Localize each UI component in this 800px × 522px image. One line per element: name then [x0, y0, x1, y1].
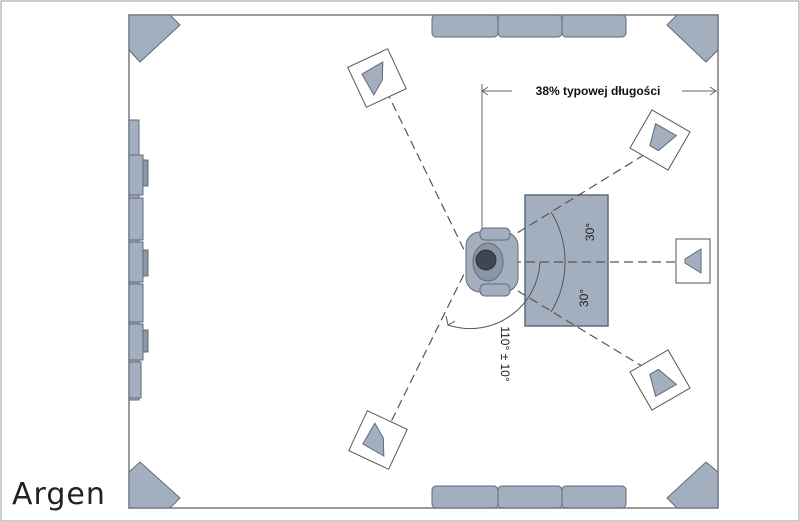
corner-pieces — [128, 14, 719, 509]
speaker-cone-icon — [362, 422, 385, 457]
armchair-arm-bottom — [479, 283, 511, 297]
corner-piece-bottom-right — [666, 461, 719, 509]
corner-piece-bottom-left — [128, 461, 181, 509]
arc-30-front-right — [550, 261, 566, 313]
armchair-arm-top — [479, 227, 511, 241]
sofa-cushion — [497, 14, 563, 38]
sofa-cushion — [561, 485, 627, 509]
rack-unit — [128, 154, 144, 196]
arc-110-surround — [447, 261, 541, 330]
sofa-cushion — [561, 14, 627, 38]
axis-surround-left-back — [381, 81, 471, 263]
rack-unit — [128, 241, 144, 283]
brand-logo: Argen — [12, 477, 106, 512]
speaker-surround-left-back — [347, 48, 407, 108]
corner-piece-top-left — [128, 14, 181, 63]
sofa-cushion — [431, 485, 499, 509]
sofa-top — [431, 14, 627, 38]
dimension-label: 38% typowej długości — [536, 84, 661, 98]
axis-front-right — [469, 261, 661, 378]
speaker-cone-icon — [684, 248, 702, 274]
corner-piece-top-right — [666, 14, 719, 63]
desk — [524, 194, 609, 327]
rack-unit — [128, 323, 144, 361]
speaker-surround-right-back — [348, 410, 408, 470]
sofa-cushion — [431, 14, 499, 38]
speaker-front-right — [629, 349, 691, 411]
axis-surround-right-back — [381, 261, 471, 441]
logo-text: Argen — [12, 477, 106, 512]
rack-unit — [128, 283, 144, 323]
rack-unit — [128, 361, 142, 399]
angle-label-front-bottom: 30° — [577, 289, 591, 307]
speaker-front-left — [629, 109, 691, 171]
sofa-bottom — [431, 485, 627, 509]
arc-30-front-left — [550, 211, 566, 263]
rack-knob — [142, 249, 149, 277]
person-armchair-icon — [465, 227, 519, 297]
arc-arrowhead — [445, 315, 456, 326]
head — [475, 249, 497, 271]
angle-label-surround: 110° ± 10° — [498, 326, 512, 382]
sofa-cushion — [497, 485, 563, 509]
rack-knob — [142, 159, 149, 187]
rack-unit — [128, 197, 144, 241]
arrow-left — [481, 86, 489, 96]
left-wall-rack — [128, 119, 149, 401]
angle-arcs — [447, 211, 566, 330]
axis-front-left — [469, 144, 661, 263]
speaker-cone-icon — [361, 61, 384, 96]
dimension-label-bg — [512, 80, 682, 100]
speaker-cone-icon — [649, 122, 678, 152]
arrow-right — [709, 86, 717, 96]
speaker-center — [675, 238, 711, 284]
angle-label-front-top: 30° — [583, 223, 597, 241]
rack-knob — [142, 329, 149, 353]
speaker-cone-icon — [649, 368, 678, 398]
